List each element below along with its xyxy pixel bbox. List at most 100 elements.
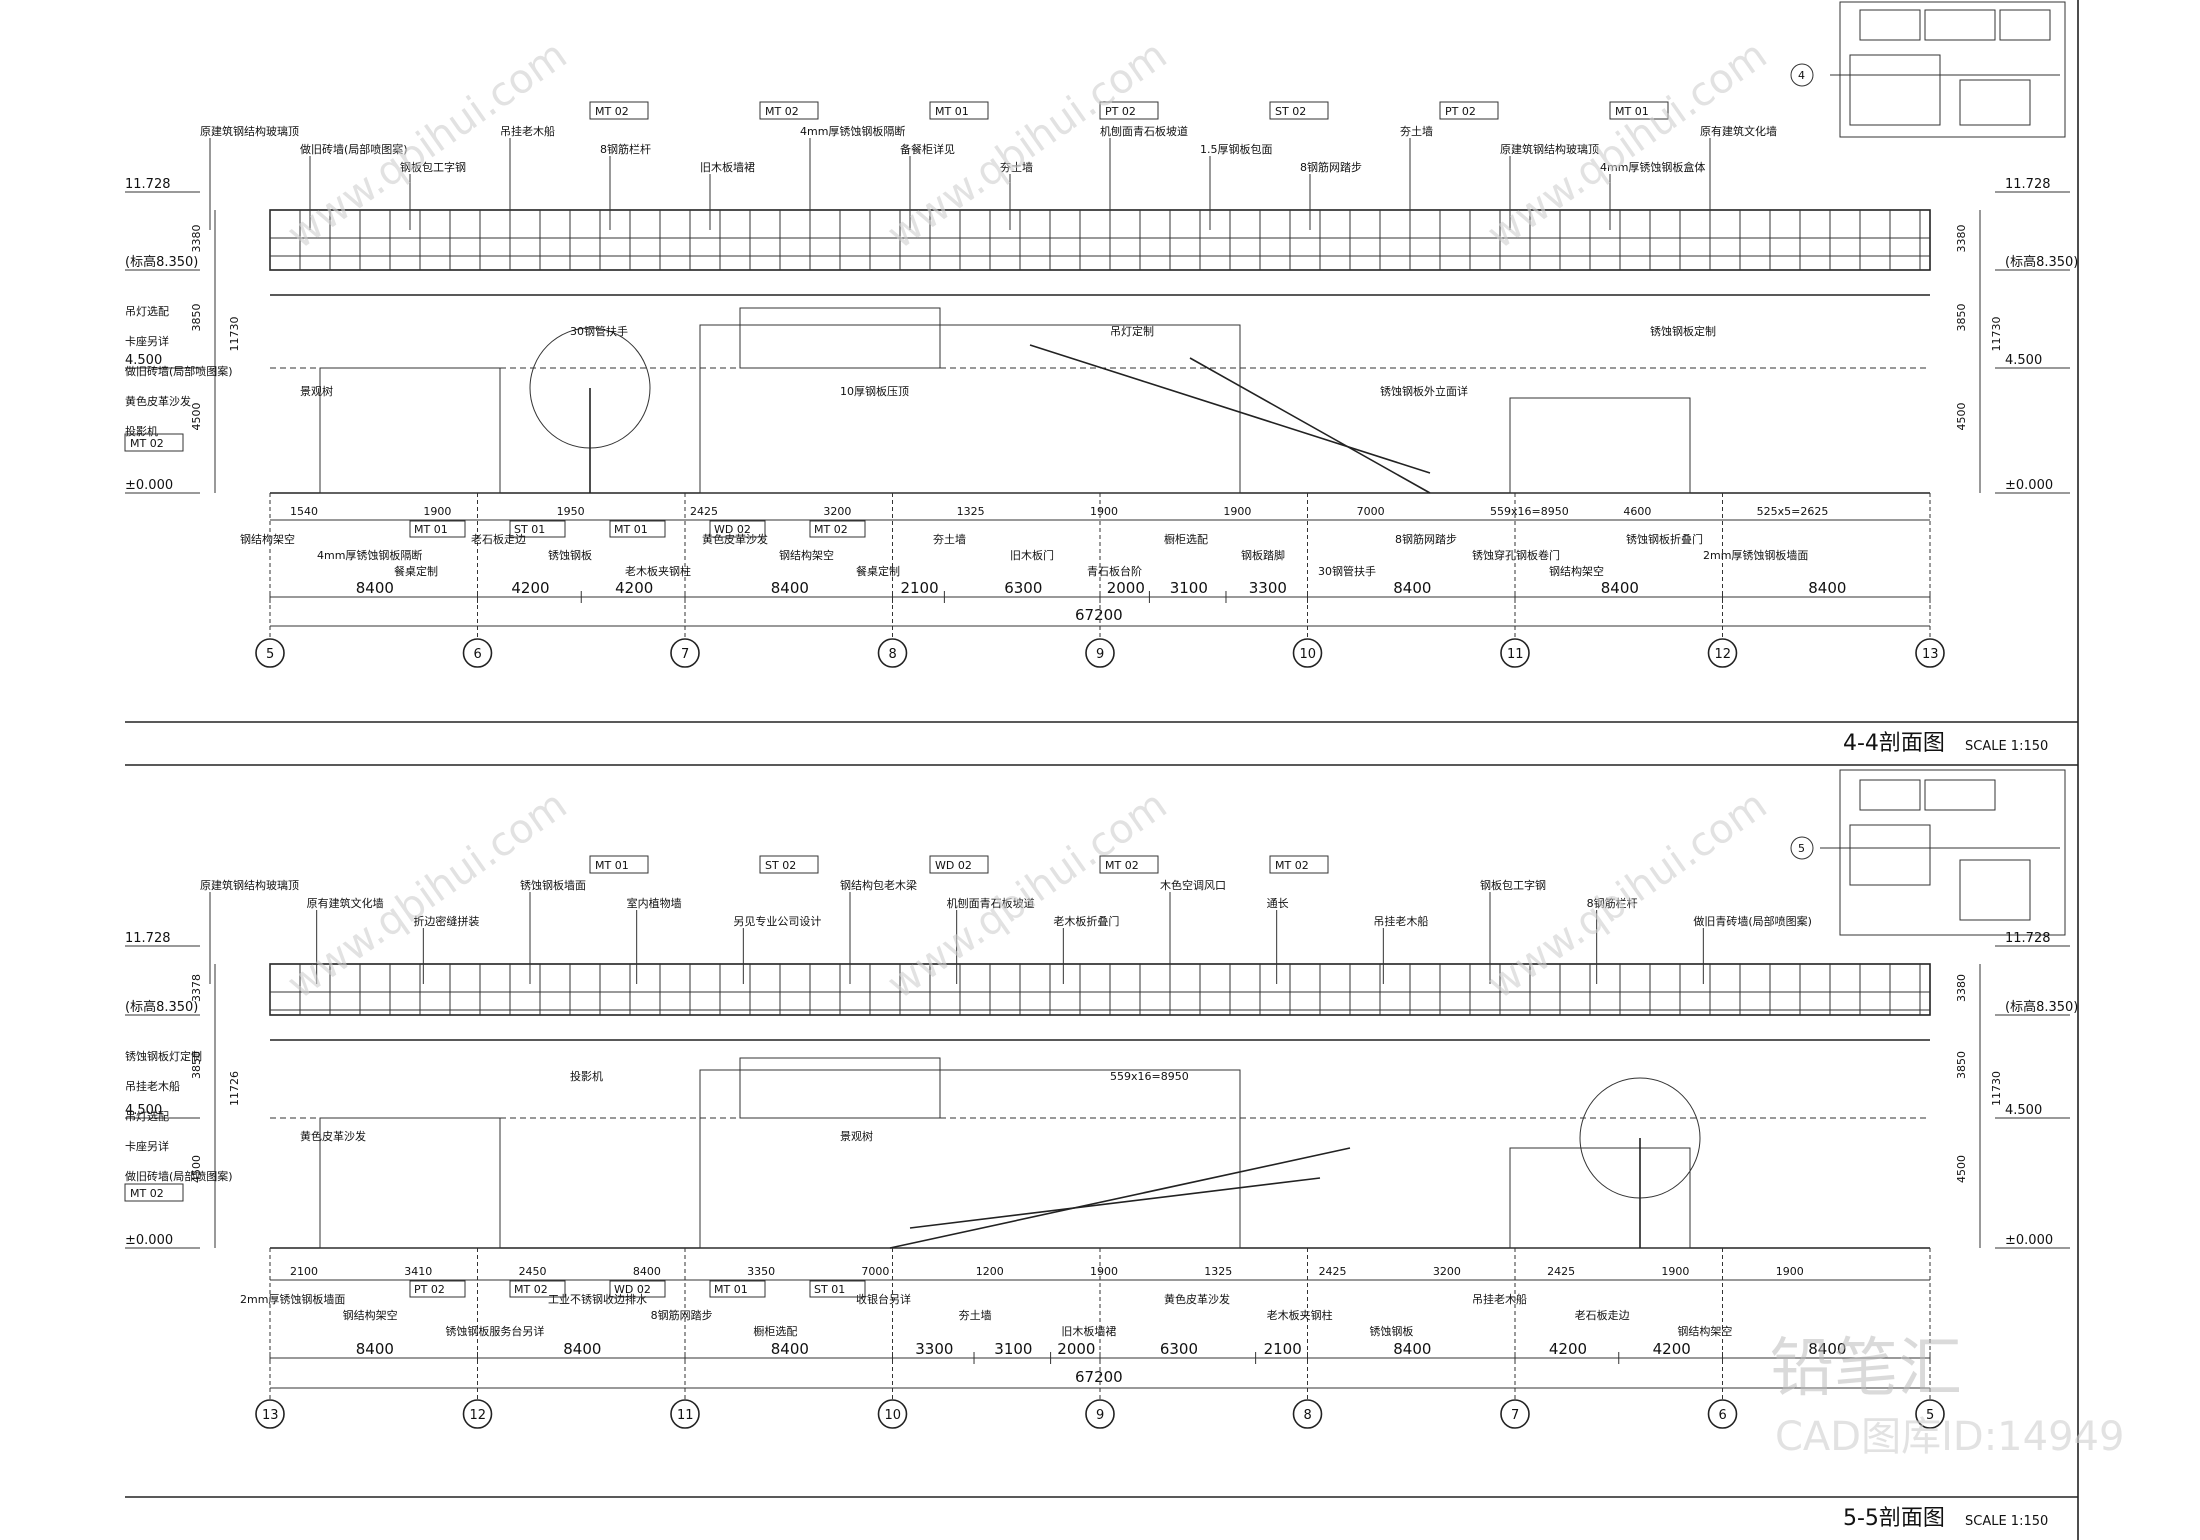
annotation-label: 钢结构包老木梁 [840,878,917,892]
annotation-label: 旧木板墙裙 [700,160,755,174]
material-tag [929,855,989,874]
annotation-label: 卡座另详 [125,1139,169,1153]
axis-number: 7 [1511,1408,1519,1423]
axis-number: 13 [262,1408,279,1423]
detail-dimension: 2450 [519,1265,547,1278]
axis-number: 12 [470,1408,487,1423]
annotation-label: 锈蚀钢板定制 [1650,324,1716,338]
elevation-mark: 4.500 [125,353,162,368]
material-tag-code: MT 02 [765,105,799,118]
axis-bubble [1085,1399,1115,1429]
axis-number: 6 [1719,1408,1727,1423]
bay-dimension: 8400 [1393,1340,1431,1358]
annotation-label: 钢板包工字钢 [400,160,466,174]
height-dimension: 3380 [190,225,203,253]
total-dimension: 67200 [1075,606,1123,624]
material-tag [589,101,649,120]
annotation-label: 吊灯定制 [1110,324,1154,338]
annotation-label: 原建筑钢结构玻璃顶 [200,124,299,138]
annotation-label: 2mm厚锈蚀钢板墙面 [1703,548,1808,562]
material-tag-code: MT 01 [714,1283,748,1296]
axis-bubble [255,1399,285,1429]
key-plan-top: 4 [1790,1,2066,138]
bay-dimension: 4200 [1549,1340,1587,1358]
annotation-label: 工业不锈钢收边排水 [548,1292,647,1306]
axis-number: 11 [677,1408,694,1423]
elevation-mark: 11.728 [2005,931,2051,946]
annotation-label: 1.5厚钢板包面 [1200,142,1273,156]
annotation-label: 卡座另详 [125,334,169,348]
annotation-label: 锈蚀钢板 [1369,1324,1413,1338]
material-tag [809,520,866,538]
material-tag-code: MT 01 [414,523,448,536]
annotation-label: 4mm厚锈蚀钢板盒体 [1600,160,1705,174]
annotation-label: 钢结构架空 [1549,564,1604,578]
detail-dimension: 2100 [290,1265,318,1278]
annotation-label: 4mm厚锈蚀钢板隔断 [317,548,422,562]
annotation-label: 锈蚀钢板灯定制 [125,1049,202,1063]
annotation-label: 8钢筋网踏步 [1395,532,1457,546]
axis-number: 10 [885,1408,902,1423]
detail-dimension: 8400 [633,1265,661,1278]
height-dimension: 4500 [190,403,203,431]
material-tag [124,433,184,452]
material-tag-code: MT 02 [1105,859,1139,872]
detail-dimension: 7000 [1357,505,1385,518]
annotation-label: 老木板夹钢柱 [1267,1308,1333,1322]
annotation-label: 吊挂老木船 [1373,914,1428,928]
bay-dimension: 2100 [1264,1340,1302,1358]
material-tag [1439,101,1499,120]
axis-number: 9 [1096,647,1104,662]
detail-dimension: 1900 [1776,1265,1804,1278]
axis-bubble [1707,638,1738,668]
bay-dimension: 6300 [1004,579,1042,597]
height-dimension: 3850 [190,304,203,332]
elevation-mark: ±0.000 [2005,478,2053,493]
glass-roof-truss [269,209,1931,271]
axis-number: 11 [1507,647,1524,662]
detail-dimension: 3410 [404,1265,432,1278]
annotation-label: 投影机 [570,1069,603,1083]
watermark-id: CAD图库ID:14949 [1775,1414,2124,1460]
annotation-label: 黄色皮革沙发 [125,394,191,408]
axis-number: 8 [889,647,897,662]
bay-dimension: 8400 [1393,579,1431,597]
annotation-label: 锈蚀钢板服务台另详 [445,1324,544,1338]
material-tag [409,1280,466,1298]
height-total: 11730 [1990,1071,2003,1106]
detail-dimension: 1540 [290,505,318,518]
axis-bubble [255,638,285,668]
axis-bubble [670,638,700,668]
annotation-label: 折边密缝拼装 [413,914,479,928]
annotation-label: 钢板包工字钢 [1480,878,1546,892]
annotation-label: 原建筑钢结构玻璃顶 [200,878,299,892]
height-dimension: 3380 [1955,225,1968,253]
material-tag-code: WD 02 [935,859,972,872]
elevation-mark: 11.728 [125,177,171,192]
height-dimension: 4500 [1955,1155,1968,1183]
bay-dimension: 8400 [1808,579,1846,597]
axis-bubble [877,1399,908,1429]
detail-dimension: 1900 [1090,1265,1118,1278]
annotation-label: 做旧青砖墙(局部喷图案) [1693,914,1812,928]
elevation-mark: (标高8.350) [125,999,198,1015]
material-tag-code: MT 01 [595,859,629,872]
annotation-label: 收银台另详 [856,1292,911,1306]
height-total: 11726 [228,1071,241,1106]
material-tag [929,101,989,120]
material-tag [1099,101,1159,120]
annotation-label: 吊灯选配 [125,1110,169,1123]
watermark-site-text: www.qbihui.com [1479,782,1775,1008]
bay-dimension: 8400 [356,1340,394,1358]
annotation-label: 通长 [1267,897,1289,910]
axis-number: 9 [1096,1408,1104,1423]
height-dimension: 4500 [1955,403,1968,431]
material-tag-code: MT 01 [614,523,648,536]
annotation-label: 30钢管扶手 [570,324,628,338]
annotation-label: 8钢筋网踏步 [1300,160,1362,174]
annotation-label: 8钢筋栏杆 [1587,896,1638,910]
annotation-label: 机刨面青石板坡道 [947,896,1035,910]
annotation-label: 吊挂老木船 [1472,1292,1527,1306]
annotation-label: 木色空调风口 [1160,878,1226,892]
